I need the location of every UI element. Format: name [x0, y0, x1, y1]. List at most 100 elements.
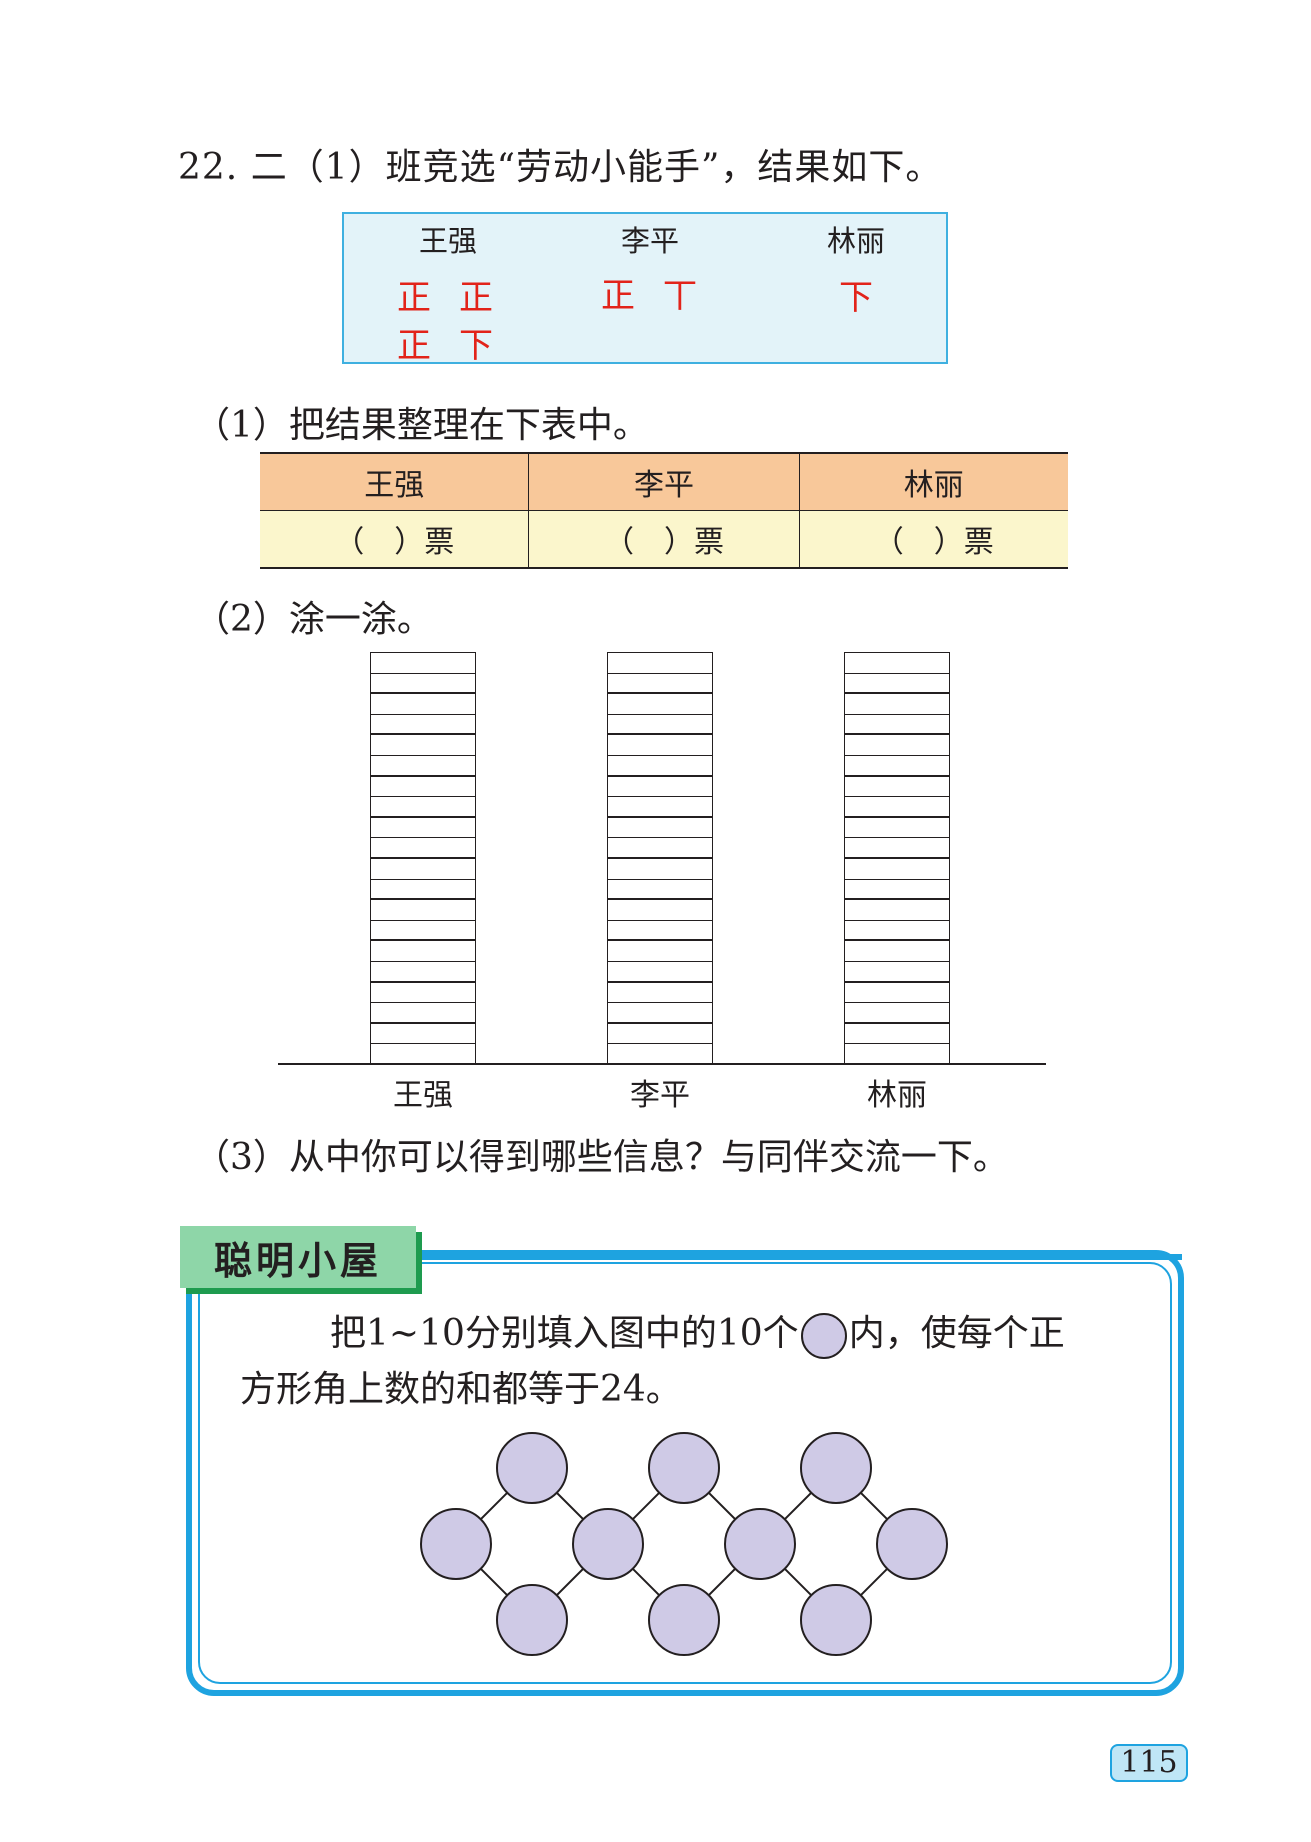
coloring-cell[interactable]	[608, 1044, 712, 1065]
tally-mark: 正	[601, 276, 635, 316]
coloring-cell[interactable]	[608, 818, 712, 839]
coloring-cell[interactable]	[608, 756, 712, 777]
coloring-cell[interactable]	[371, 838, 475, 859]
coloring-cell[interactable]	[371, 777, 475, 798]
coloring-cell[interactable]	[845, 962, 949, 983]
coloring-cell[interactable]	[845, 818, 949, 839]
coloring-cell[interactable]	[371, 797, 475, 818]
tally-mark: 正	[459, 278, 493, 318]
vote-answer-cell[interactable]: （ ）票	[528, 510, 800, 569]
puzzle-circle[interactable]	[724, 1508, 796, 1580]
coloring-cell[interactable]	[845, 1003, 949, 1024]
coloring-cell[interactable]	[371, 715, 475, 736]
coloring-cell[interactable]	[845, 941, 949, 962]
tally-mark: 丅	[663, 276, 697, 316]
coloring-cell[interactable]	[371, 983, 475, 1004]
tally-mark: 下	[459, 326, 493, 366]
coloring-cell[interactable]	[608, 777, 712, 798]
coloring-cell[interactable]	[371, 818, 475, 839]
coloring-cell[interactable]	[371, 694, 475, 715]
bar-label-wangqiang: 王强	[393, 1078, 453, 1113]
coloring-cell[interactable]	[371, 859, 475, 880]
tally-box	[342, 212, 948, 364]
coloring-cell[interactable]	[845, 797, 949, 818]
coloring-cell[interactable]	[371, 674, 475, 695]
circle-puzzle-diagram	[420, 1432, 948, 1656]
coloring-cell[interactable]	[608, 735, 712, 756]
coloring-cell[interactable]	[371, 1044, 475, 1065]
coloring-cell[interactable]	[371, 921, 475, 942]
page-number: 115	[1110, 1744, 1188, 1782]
question-title: 22. 二（1）班竞选“劳动小能手”，结果如下。	[178, 147, 943, 188]
coloring-cell[interactable]	[845, 838, 949, 859]
smart-house-inner-frame	[198, 1262, 1172, 1684]
coloring-cell[interactable]	[845, 859, 949, 880]
coloring-cell[interactable]	[608, 880, 712, 901]
coloring-cell[interactable]	[371, 756, 475, 777]
coloring-cell[interactable]	[608, 838, 712, 859]
coloring-cell[interactable]	[608, 715, 712, 736]
vote-table-header: 李平	[528, 452, 800, 511]
coloring-cell[interactable]	[371, 941, 475, 962]
part3-label: （3）从中你可以得到哪些信息？与同伴交流一下。	[194, 1137, 1009, 1178]
coloring-cell[interactable]	[845, 900, 949, 921]
coloring-cell[interactable]	[608, 1003, 712, 1024]
coloring-cell[interactable]	[371, 1024, 475, 1045]
coloring-cell[interactable]	[845, 983, 949, 1004]
puzzle-circle[interactable]	[876, 1508, 948, 1580]
vote-answer-cell[interactable]: （ ）票	[798, 510, 1068, 569]
coloring-cell[interactable]	[845, 1024, 949, 1045]
coloring-cell[interactable]	[371, 1003, 475, 1024]
coloring-cell[interactable]	[371, 962, 475, 983]
coloring-cell[interactable]	[845, 694, 949, 715]
coloring-cell[interactable]	[845, 921, 949, 942]
coloring-cell[interactable]	[608, 921, 712, 942]
coloring-cell[interactable]	[845, 715, 949, 736]
puzzle-circle[interactable]	[420, 1508, 492, 1580]
coloring-cell[interactable]	[608, 983, 712, 1004]
puzzle-circle[interactable]	[572, 1508, 644, 1580]
coloring-cell[interactable]	[608, 797, 712, 818]
part1-label: （1）把结果整理在下表中。	[194, 405, 649, 446]
coloring-cell[interactable]	[608, 694, 712, 715]
puzzle-text-line1: 把1~10分别填入图中的10个内，使每个正	[330, 1306, 1065, 1362]
vote-answer-cell[interactable]: （ ）票	[260, 510, 530, 569]
bar-label-linli: 林丽	[867, 1078, 927, 1113]
tally-name-wangqiang: 王强	[418, 224, 477, 258]
coloring-cell[interactable]	[371, 653, 475, 674]
puzzle-text-line2: 方形角上数的和都等于24。	[240, 1369, 682, 1410]
coloring-column-wangqiang[interactable]	[370, 652, 476, 1064]
coloring-cell[interactable]	[608, 900, 712, 921]
puzzle-circle[interactable]	[496, 1432, 568, 1504]
puzzle-circle[interactable]	[648, 1584, 720, 1656]
coloring-cell[interactable]	[608, 859, 712, 880]
coloring-cell[interactable]	[608, 674, 712, 695]
coloring-column-linli[interactable]	[844, 652, 950, 1064]
coloring-cell[interactable]	[608, 1024, 712, 1045]
coloring-cell[interactable]	[371, 880, 475, 901]
coloring-cell[interactable]	[845, 735, 949, 756]
puzzle-circle[interactable]	[800, 1584, 872, 1656]
puzzle-circle[interactable]	[800, 1432, 872, 1504]
coloring-cell[interactable]	[845, 756, 949, 777]
puzzle-circle[interactable]	[496, 1584, 568, 1656]
coloring-cell[interactable]	[845, 1044, 949, 1065]
coloring-cell[interactable]	[845, 880, 949, 901]
smart-house-top-bar	[416, 1254, 1182, 1260]
coloring-cell[interactable]	[608, 653, 712, 674]
coloring-cell[interactable]	[371, 900, 475, 921]
vote-table-answer-row: （ ）票 （ ）票 （ ）票	[260, 510, 1068, 569]
coloring-cell[interactable]	[845, 653, 949, 674]
coloring-cell[interactable]	[608, 941, 712, 962]
coloring-cell[interactable]	[608, 962, 712, 983]
chart-baseline	[278, 1063, 1046, 1065]
coloring-column-liping[interactable]	[607, 652, 713, 1064]
vote-table-header-row: 王强 李平 林丽	[260, 452, 1068, 511]
part2-label: （2）涂一涂。	[194, 599, 433, 640]
tally-name-linli: 林丽	[826, 224, 885, 258]
coloring-cell[interactable]	[845, 674, 949, 695]
puzzle-circle[interactable]	[648, 1432, 720, 1504]
vote-table-header: 王强	[260, 452, 530, 511]
coloring-cell[interactable]	[371, 735, 475, 756]
coloring-cell[interactable]	[845, 777, 949, 798]
